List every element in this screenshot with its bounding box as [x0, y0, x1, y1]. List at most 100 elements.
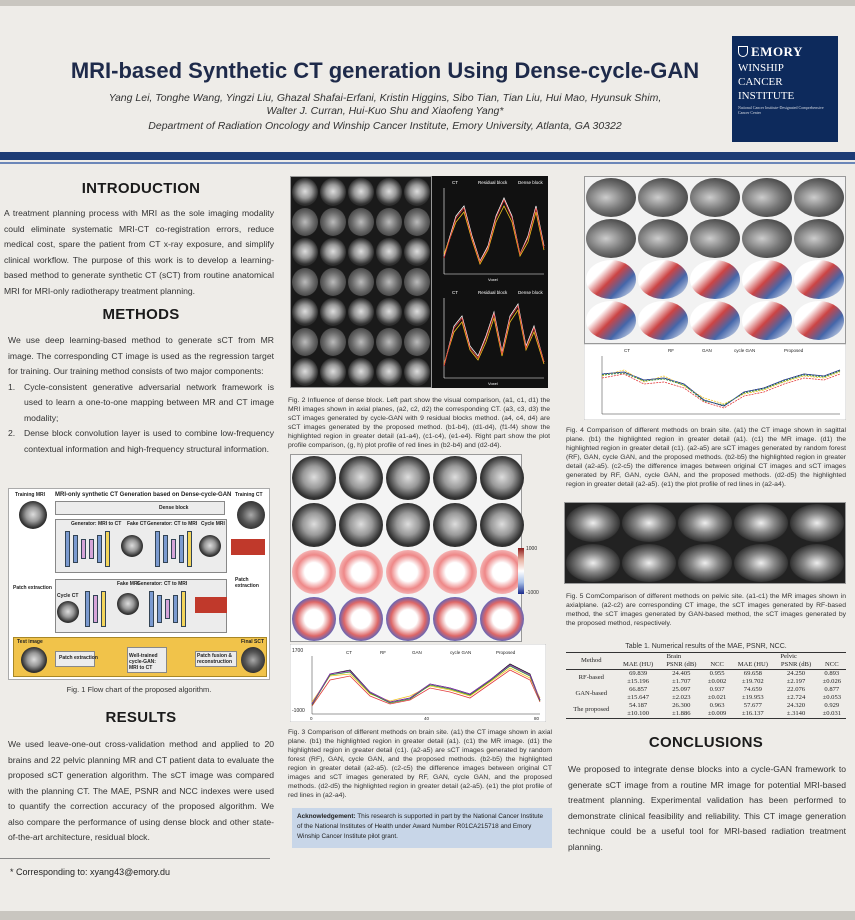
label-cycle-ct: Cycle CT [57, 593, 79, 599]
logo-line-4: INSTITUTE [738, 90, 795, 102]
label-fusion: Patch fusion & reconstruction [197, 653, 233, 665]
scan-image [638, 301, 688, 340]
logo-line-1: EMORY [751, 44, 803, 59]
table-value-cell: 74.659 [743, 686, 762, 693]
network-layer [171, 539, 176, 559]
label-patch-extraction-test: Patch extraction [59, 655, 98, 661]
network-layer [155, 531, 160, 567]
scan-image [433, 597, 477, 641]
fusion-box [195, 651, 237, 667]
table-value-cell: 0.937 [709, 686, 725, 693]
methods-item: 1.Cycle-consistent generative adversaria… [8, 380, 274, 427]
fig3-colorbar-top: 1000 [526, 546, 538, 552]
network-layer [89, 539, 94, 559]
scan-image [586, 178, 636, 217]
network-layer [85, 591, 90, 627]
network-layer [101, 591, 106, 627]
table-value-cell: 25.097 [672, 686, 691, 693]
table-sd-cell: ±19.953 [741, 694, 764, 701]
scan-image [376, 208, 402, 236]
fig4-caption: Fig. 4 Comparison of different methods o… [566, 427, 846, 488]
table-value-cell: 0.929 [824, 702, 840, 709]
scan-image [292, 456, 336, 500]
table-sd-cell: ±.3140 [786, 710, 806, 717]
network-layer [179, 535, 184, 563]
fake-ct-image [121, 535, 143, 557]
fig3-legend-rf: RF [380, 650, 386, 655]
table-sd-cell: ±0.026 [822, 678, 842, 685]
fig3-legend-cyclegan: cycle GAN [450, 650, 471, 655]
fig2-plot-background [432, 176, 548, 388]
scan-image [348, 328, 374, 356]
fig2-g-residual-line [443, 205, 545, 265]
scan-image [320, 328, 346, 356]
scan-image [292, 208, 318, 236]
logo-tagline: National Cancer Institute-Designated Com… [738, 105, 824, 115]
scan-image [480, 597, 524, 641]
scan-image [292, 238, 318, 266]
scan-image [339, 597, 383, 641]
scan-image [622, 504, 676, 542]
scan-image [678, 504, 732, 542]
network-layer [187, 531, 192, 567]
fig2-xlabel-h: Voxel [488, 381, 498, 386]
table-sd-cell: ±0.053 [822, 694, 842, 701]
scan-image [348, 358, 374, 386]
header-rule-thin [0, 162, 855, 164]
scan-image [320, 208, 346, 236]
scan-image [386, 456, 430, 500]
fig3-xtick: 40 [424, 716, 430, 721]
scan-image [586, 260, 636, 299]
fig2-legend-ct-h: CT [452, 290, 458, 295]
scan-image [433, 456, 477, 500]
table-sd-cell: ±0.009 [707, 710, 727, 717]
label-fake-mri: Fake MRI [117, 581, 139, 587]
table-value-cell: 26.300 [672, 702, 691, 709]
scan-image [292, 298, 318, 326]
label-fake-ct: Fake CT [127, 521, 147, 527]
table-method-cell: RF-based [578, 674, 604, 681]
scan-image [734, 544, 788, 582]
label-training-mri: Training MRI [15, 492, 45, 498]
test-image [21, 647, 47, 673]
fig3-legend-gan: GAN [412, 650, 422, 655]
author-list: Yang Lei, Tonghe Wang, Yingzi Liu, Ghaza… [40, 92, 730, 118]
table-value-cell: 69.658 [743, 670, 762, 677]
network-layer [81, 539, 86, 559]
scan-image [794, 260, 844, 299]
scan-image [320, 238, 346, 266]
shield-icon [738, 46, 748, 57]
scan-image [566, 544, 620, 582]
fig2-xlabel: Voxel [488, 277, 498, 282]
fig2-g-dense-line [443, 199, 545, 263]
scan-image [292, 268, 318, 296]
table-value-cell: 0.955 [709, 670, 725, 677]
scan-image [690, 301, 740, 340]
fig3-colorbar [518, 548, 524, 594]
table-value-cell: 22.076 [786, 686, 806, 693]
fig2-h-dense-line [443, 304, 545, 367]
network-layer [165, 599, 170, 619]
scan-image [386, 550, 430, 594]
network-layer [73, 535, 78, 563]
fig4-cyclegan-line [601, 370, 841, 406]
fig3-proposed-line [311, 664, 541, 705]
table-header-method: Method [581, 657, 602, 664]
fig3-gan-line [311, 667, 541, 703]
fig4-legend-ct: CT [624, 348, 630, 353]
fig3-ymin: -1000 [292, 708, 305, 714]
poster-title: MRI-based Synthetic CT generation Using … [70, 58, 700, 83]
table-value-cell: 0.877 [824, 686, 840, 693]
scan-image [348, 178, 374, 206]
table-value-cell: 0.893 [824, 670, 840, 677]
table-header-metric: PSNR (dB) [780, 661, 812, 668]
fig5-caption: Fig. 5 ComComparison of different method… [566, 593, 846, 627]
table-sd-cell: ±15.647 [627, 694, 650, 701]
fig3-legend-proposed: Proposed [496, 650, 516, 655]
fig2-legend-residual: Residual block [478, 180, 508, 185]
fig4-legend-rf: RF [668, 348, 674, 353]
methods-heading: METHODS [102, 306, 180, 323]
label-test-image: Test image [17, 639, 43, 645]
table-sd-cell: ±0.031 [822, 710, 842, 717]
scan-image [404, 358, 430, 386]
